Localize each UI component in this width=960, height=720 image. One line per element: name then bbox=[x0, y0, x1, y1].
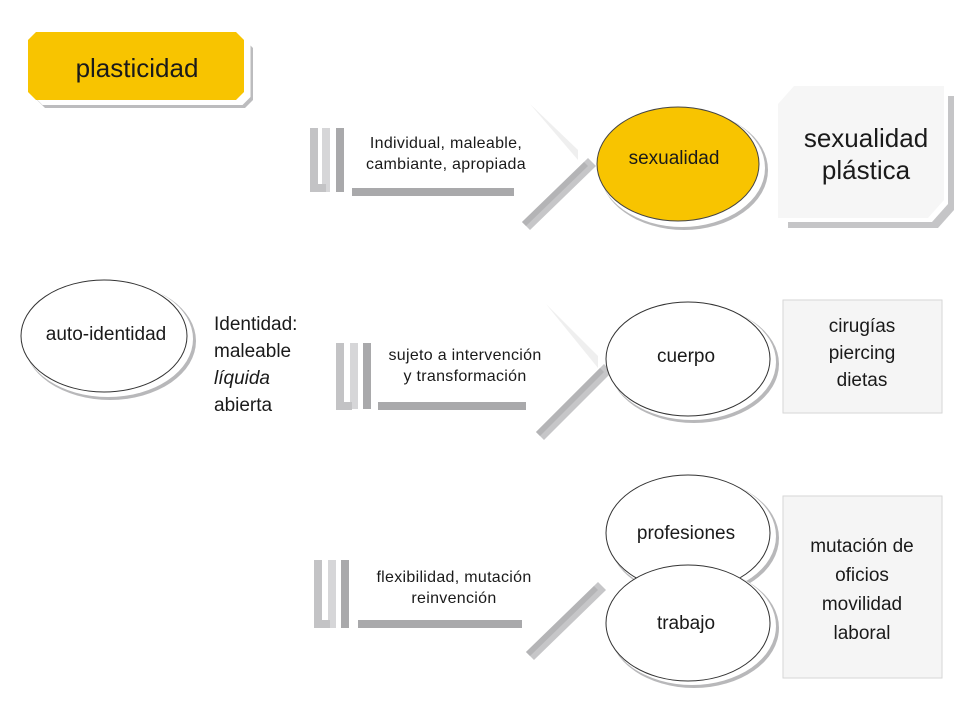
node-sexualidad: sexualidad bbox=[628, 148, 720, 169]
result-sexualidad-plastica: sexualidad plástica bbox=[786, 122, 946, 186]
relation-line: cambiante, apropiada bbox=[366, 156, 526, 173]
result-line: piercing bbox=[828, 343, 896, 364]
identity-line: Identidad: bbox=[214, 314, 298, 335]
ellipse-trabajo bbox=[605, 564, 779, 688]
connector-row-1 bbox=[310, 104, 596, 230]
connector-row-3 bbox=[314, 560, 606, 660]
connector-row-2 bbox=[336, 304, 612, 440]
identity-line: líquida bbox=[214, 368, 270, 389]
relation-line: sujeto a intervención bbox=[388, 347, 542, 364]
ellipse-cuerpo bbox=[605, 301, 779, 423]
relation-line: flexibilidad, mutación bbox=[376, 569, 532, 586]
ellipse-profesiones bbox=[605, 474, 779, 598]
relation-line: Individual, maleable, bbox=[369, 135, 523, 152]
result-list-cuerpo: cirugías piercing dietas bbox=[784, 313, 940, 394]
ellipse-auto-identidad bbox=[20, 279, 196, 400]
result-box-trabajo bbox=[782, 495, 943, 679]
page-title: plasticidad bbox=[75, 53, 199, 83]
result-line: dietas bbox=[836, 370, 888, 391]
result-line: cirugías bbox=[828, 316, 896, 337]
result-line: plástica bbox=[821, 155, 911, 185]
node-auto-identidad: auto-identidad bbox=[45, 324, 167, 345]
sexualidad-plastica-box bbox=[778, 86, 954, 228]
identity-line: abierta bbox=[214, 395, 273, 416]
relation-label-cuerpo: sujeto a intervención y transformación bbox=[354, 345, 576, 387]
node-trabajo: trabajo bbox=[656, 613, 716, 634]
ellipse-sexualidad bbox=[596, 106, 768, 230]
title-badge bbox=[28, 32, 253, 108]
result-line: mutación de bbox=[810, 536, 914, 557]
relation-line: reinvención bbox=[411, 590, 497, 607]
relation-line: y transformación bbox=[403, 368, 527, 385]
node-profesiones: profesiones bbox=[636, 523, 736, 544]
identity-description: Identidad: maleable líquida abierta bbox=[214, 311, 344, 419]
result-line: sexualidad bbox=[803, 123, 929, 153]
result-line: oficios bbox=[835, 565, 889, 586]
identity-line: maleable bbox=[214, 341, 292, 362]
result-line: movilidad bbox=[821, 594, 903, 615]
relation-label-trabajo: flexibilidad, mutación reinvención bbox=[340, 567, 568, 609]
relation-label-sexualidad: Individual, maleable, cambiante, apropia… bbox=[330, 133, 562, 175]
result-line: laboral bbox=[833, 623, 891, 644]
node-cuerpo: cuerpo bbox=[656, 346, 716, 367]
result-box-cuerpo bbox=[782, 299, 943, 414]
result-list-trabajo: mutación de oficios movilidad laboral bbox=[784, 532, 940, 648]
